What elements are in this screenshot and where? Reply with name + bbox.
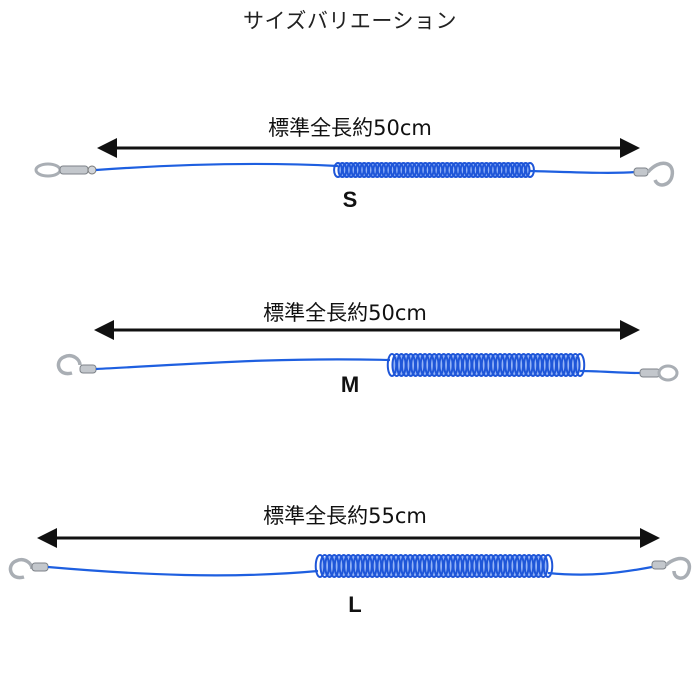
size-label-m: M [340,372,360,397]
variant-m: 標準全長約50cm M [0,285,700,435]
dimension-arrow-l [37,528,660,548]
length-label-s: 標準全長約50cm [268,116,432,140]
coil-s [333,162,535,178]
dimension-arrow-s [97,138,640,158]
straight-cord-m [95,358,391,371]
variant-l: 標準全長約55cm L [0,495,700,645]
tail-cord-s [529,169,637,174]
dimension-arrow-m [94,320,640,340]
right-snap-hook-s [633,161,675,187]
page-title: サイズバリエーション [243,9,457,33]
size-label-s: S [342,187,358,212]
left-snap-hook-l [8,557,49,580]
right-swivel-clip-m [639,364,679,382]
variant-s: 標準全長約50cm S [0,100,700,250]
coil-m [386,353,586,377]
length-label-m: 標準全長約50cm [263,301,427,325]
left-snap-hook-m [56,353,97,376]
tail-cord-l [547,565,653,576]
straight-cord-l [47,565,319,577]
length-label-l: 標準全長約55cm [263,504,427,528]
size-label-l: L [348,592,362,617]
lanyard-s-illustration [34,138,675,187]
left-swivel-clip-s [34,162,97,178]
lanyard-l-illustration [8,528,692,580]
coil-l [314,554,554,578]
lanyard-m-illustration [56,320,679,382]
right-snap-hook-l [651,556,692,580]
tail-cord-m [579,369,641,375]
straight-cord-s [95,162,339,172]
